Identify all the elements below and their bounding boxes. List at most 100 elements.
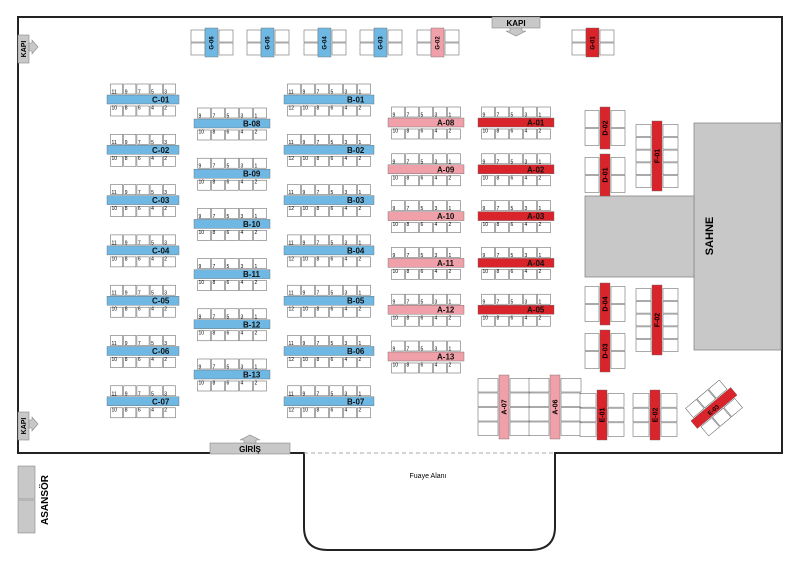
chair[interactable]	[610, 110, 626, 128]
table-bar[interactable]	[193, 219, 271, 229]
chair[interactable]	[509, 153, 523, 165]
chair[interactable]	[110, 256, 123, 268]
chair[interactable]	[136, 134, 150, 145]
chair[interactable]	[136, 256, 150, 268]
chair[interactable]	[660, 422, 678, 437]
chair[interactable]	[110, 105, 123, 117]
chair[interactable]	[607, 407, 625, 423]
chair[interactable]	[662, 313, 679, 327]
chair[interactable]	[509, 293, 523, 305]
chair[interactable]	[509, 106, 523, 118]
chair[interactable]	[509, 175, 523, 187]
chair[interactable]	[197, 157, 211, 169]
table-bar[interactable]	[204, 27, 219, 58]
chair[interactable]	[635, 137, 652, 150]
chair[interactable]	[211, 308, 225, 320]
chair[interactable]	[110, 357, 123, 368]
chair[interactable]	[239, 208, 253, 219]
chair[interactable]	[329, 357, 343, 368]
chair[interactable]	[523, 269, 537, 280]
chair[interactable]	[560, 407, 582, 422]
chair[interactable]	[584, 175, 600, 193]
chair[interactable]	[579, 422, 597, 437]
chair[interactable]	[287, 284, 301, 296]
chair[interactable]	[253, 157, 267, 169]
chair[interactable]	[163, 256, 176, 268]
chair[interactable]	[662, 175, 679, 188]
chair[interactable]	[315, 357, 329, 368]
table-bar[interactable]	[596, 389, 608, 441]
chair[interactable]	[246, 29, 262, 43]
chair[interactable]	[253, 280, 267, 291]
table-a-07[interactable]: A-07	[477, 374, 531, 440]
chair[interactable]	[343, 156, 357, 167]
table-bar[interactable]	[651, 284, 663, 356]
chair[interactable]	[560, 378, 582, 393]
chair[interactable]	[287, 357, 301, 368]
chair[interactable]	[110, 83, 123, 95]
chair[interactable]	[136, 335, 150, 346]
chair[interactable]	[225, 107, 239, 119]
table-bar[interactable]	[283, 396, 375, 406]
chair[interactable]	[599, 42, 615, 56]
chair[interactable]	[197, 129, 211, 141]
chair[interactable]	[662, 288, 679, 301]
chair[interactable]	[584, 128, 600, 146]
chair[interactable]	[136, 234, 150, 246]
chair[interactable]	[253, 358, 267, 370]
chair[interactable]	[110, 335, 123, 346]
chair[interactable]	[528, 407, 550, 422]
chair[interactable]	[523, 175, 537, 187]
chair[interactable]	[123, 156, 137, 167]
chair[interactable]	[331, 42, 347, 56]
chair[interactable]	[301, 206, 315, 217]
chair[interactable]	[635, 301, 652, 314]
chair[interactable]	[197, 358, 211, 370]
chair[interactable]	[523, 293, 537, 305]
table-bar[interactable]	[283, 94, 375, 105]
chair[interactable]	[211, 107, 225, 119]
chair[interactable]	[391, 293, 405, 305]
chair[interactable]	[163, 306, 176, 318]
chair[interactable]	[190, 42, 206, 56]
table-bar[interactable]	[106, 145, 180, 155]
chair[interactable]	[163, 105, 176, 117]
chair[interactable]	[197, 380, 211, 392]
chair[interactable]	[495, 293, 509, 305]
chair[interactable]	[405, 247, 419, 258]
chair[interactable]	[509, 247, 523, 258]
chair[interactable]	[419, 340, 433, 352]
table-bar[interactable]	[599, 153, 611, 197]
chair[interactable]	[584, 157, 600, 175]
chair[interactable]	[315, 83, 329, 95]
chair[interactable]	[123, 234, 137, 246]
table-bar[interactable]	[387, 305, 465, 315]
chair[interactable]	[447, 200, 461, 211]
table-bar[interactable]	[283, 346, 375, 356]
chair[interactable]	[239, 308, 253, 320]
chair[interactable]	[301, 284, 315, 296]
chair[interactable]	[387, 42, 403, 56]
chair[interactable]	[405, 153, 419, 165]
chair[interactable]	[225, 208, 239, 219]
table-bar[interactable]	[477, 305, 555, 315]
table-bar[interactable]	[599, 106, 611, 150]
chair[interactable]	[662, 326, 679, 339]
chair[interactable]	[274, 29, 290, 43]
chair[interactable]	[253, 208, 267, 219]
chair[interactable]	[225, 380, 239, 392]
chair[interactable]	[163, 385, 176, 397]
chair[interactable]	[528, 392, 550, 407]
chair[interactable]	[197, 330, 211, 342]
chair[interactable]	[110, 134, 123, 145]
chair[interactable]	[419, 293, 433, 305]
chair[interactable]	[329, 156, 343, 167]
table-bar[interactable]	[106, 245, 180, 256]
